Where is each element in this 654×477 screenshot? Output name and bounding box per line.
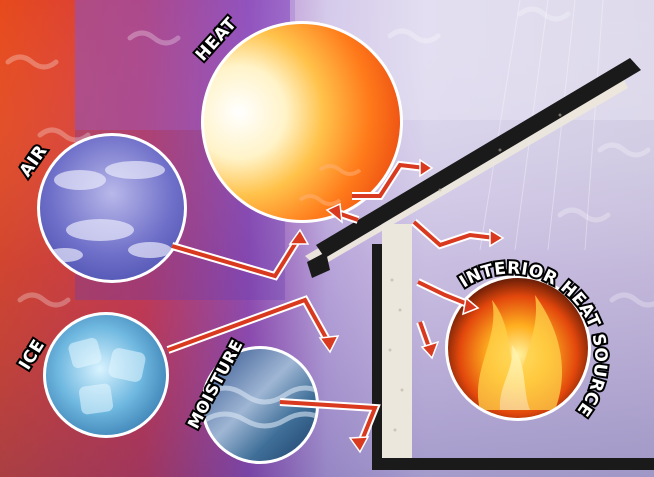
air-clouds-icon [37,133,187,283]
ice-cubes-icon [43,312,169,438]
